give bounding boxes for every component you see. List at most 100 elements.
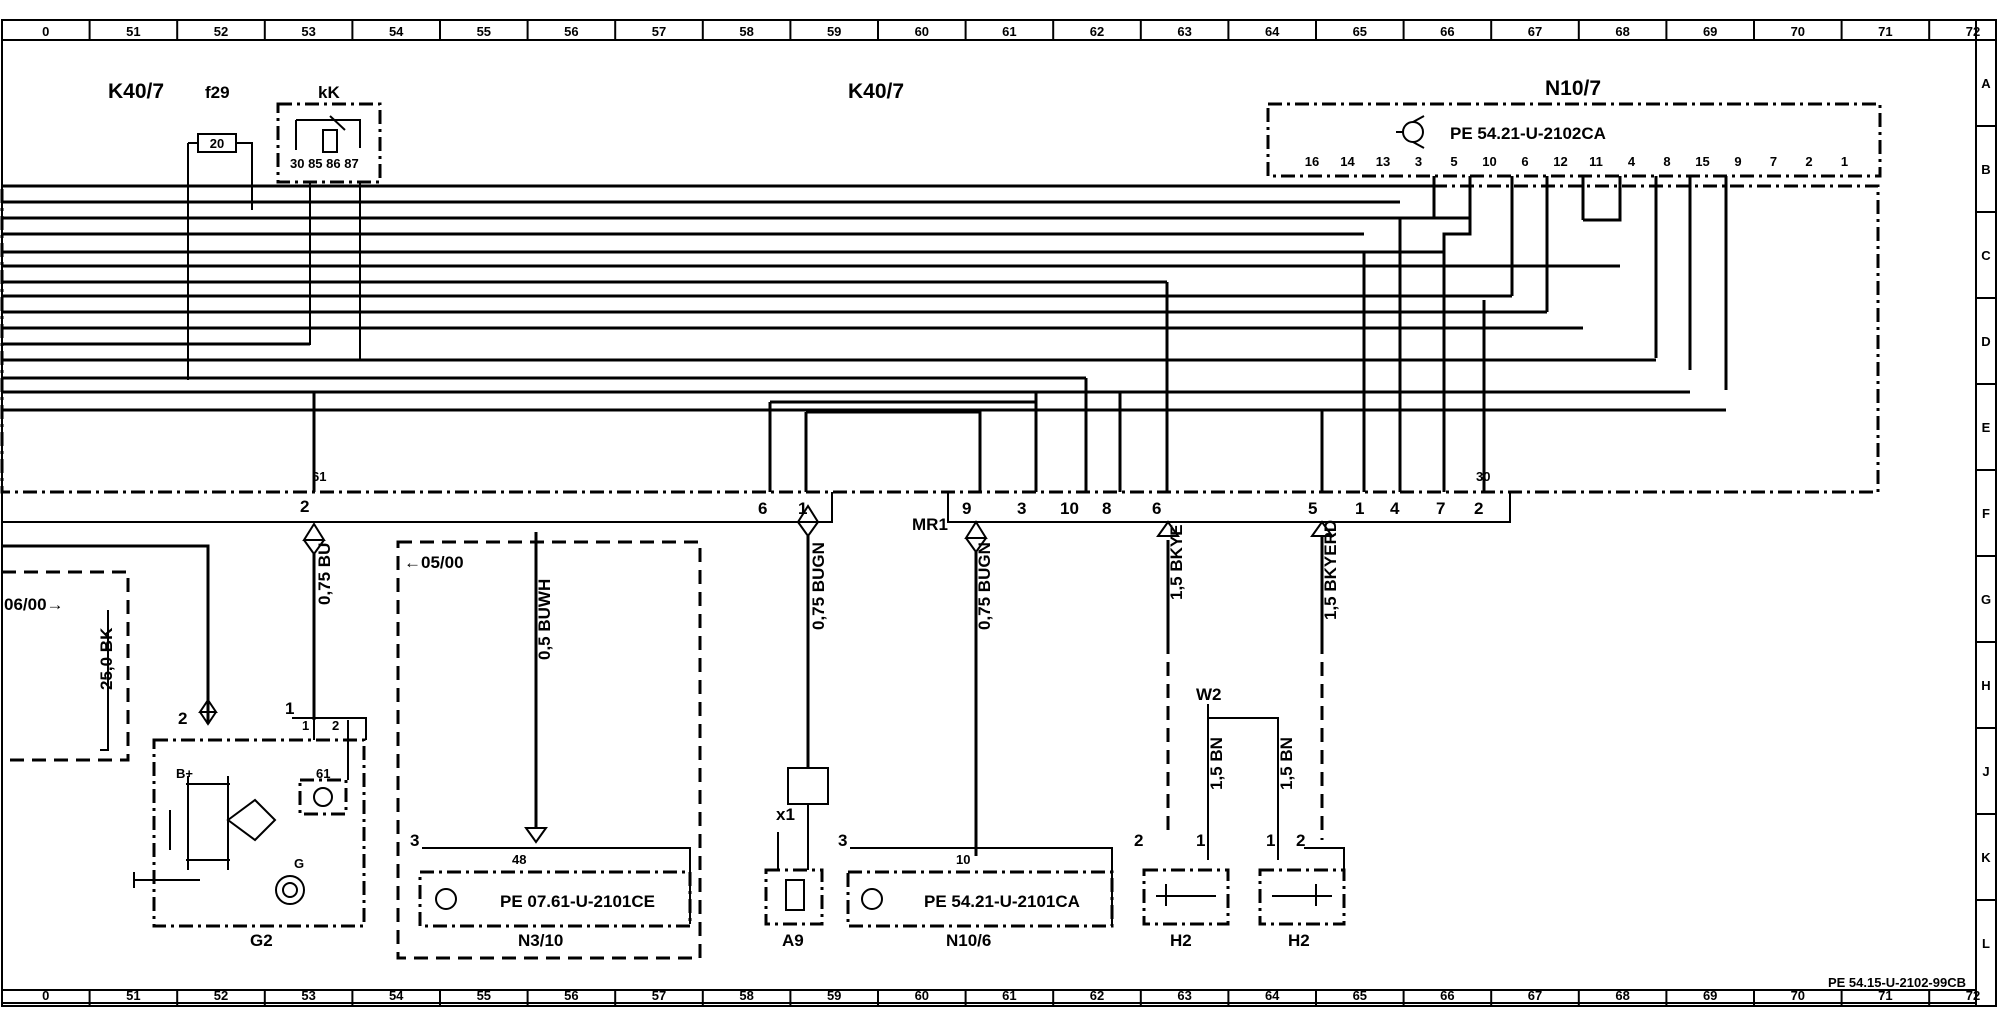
column-number: 67 [1528,24,1542,39]
fuse-value: 20 [210,136,224,151]
column-number: 56 [564,988,578,1003]
n3-10-transistor-icon [435,888,457,910]
module-n3-10 [418,870,692,928]
n10-7-pin: 11 [1589,154,1603,169]
svg-text:7: 7 [1436,499,1445,518]
svg-text:6: 6 [1152,499,1161,518]
svg-text:5: 5 [1308,499,1317,518]
transistor-icon [1402,121,1424,143]
lamp-h2-left [1142,868,1230,926]
wire-15bn-a: 1,5 BN [1207,737,1226,790]
svg-text:2: 2 [332,718,339,733]
column-number: 52 [214,24,228,39]
note-until-0600: 06/00→ [4,595,64,614]
row-letter: E [1982,420,1991,435]
wire-05buwh: 0,5 BUWH [535,579,554,660]
svg-text:48: 48 [512,852,526,867]
svg-text:3: 3 [838,831,847,850]
n10-7-pin: 1 [1841,154,1848,169]
svg-text:1: 1 [1355,499,1364,518]
column-number: 69 [1703,988,1717,1003]
svg-text:2: 2 [1296,831,1305,850]
row-letter: J [1982,764,1989,779]
row-letter: K [1981,850,1991,865]
svg-text:1: 1 [1196,831,1205,850]
column-number: 56 [564,24,578,39]
column-number: 59 [827,988,841,1003]
column-number: 68 [1615,988,1629,1003]
column-number: 57 [652,24,666,39]
relay-pin-labels: 30 85 86 87 [290,156,359,171]
svg-text:1: 1 [1266,831,1275,850]
n10-7-pin: 9 [1734,154,1741,169]
n3-10-label: N3/10 [518,931,563,950]
wire-15bkyerd: 1,5 BKYERD [1321,520,1340,620]
column-number: 68 [1615,24,1629,39]
n10-7-pin: 8 [1663,154,1670,169]
row-letter: G [1981,592,1991,607]
note-from-0500: ←05/00 [404,553,464,572]
column-number: 71 [1878,24,1892,39]
column-number: 70 [1791,24,1805,39]
svg-text:2: 2 [1474,499,1483,518]
g2-label: G2 [250,931,273,950]
column-number: 54 [389,24,404,39]
wire-075bugn-b: 0,75 BUGN [975,542,994,630]
wire-bus [2,184,1726,412]
module-n10-6 [846,870,1114,928]
column-number: 60 [915,988,929,1003]
h2-left-label: H2 [1170,931,1192,950]
svg-text:2: 2 [300,497,309,516]
k40-7-center-label: K40/7 [848,80,904,103]
n10-7-pin: 4 [1628,154,1636,169]
a9-label: A9 [782,931,804,950]
column-number: 55 [477,988,491,1003]
column-number: 72 [1966,24,1980,39]
svg-text:G: G [294,856,304,871]
n10-6-ref: PE 54.21-U-2101CA [924,892,1080,911]
n10-7-pin: 5 [1450,154,1457,169]
sheet-reference: PE 54.15-U-2102-99CB [1828,975,1966,990]
svg-text:1: 1 [798,499,807,518]
column-number: 70 [1791,988,1805,1003]
row-letter: A [1981,76,1991,91]
column-number: 53 [301,24,315,39]
column-number: 51 [126,24,140,39]
svg-text:4: 4 [1390,499,1400,518]
column-number: 0 [42,988,49,1003]
column-number: 53 [301,988,315,1003]
n10-7-ref: PE 54.21-U-2102CA [1450,124,1606,143]
svg-text:8: 8 [1102,499,1111,518]
row-letter: C [1981,248,1991,263]
svg-text:30: 30 [1476,469,1490,484]
column-number: 66 [1440,988,1454,1003]
column-number: 62 [1090,24,1104,39]
column-number: 72 [1966,988,1980,1003]
row-letter: L [1982,936,1990,951]
wire-15bn-b: 1,5 BN [1277,737,1296,790]
lamp-h2-right [1258,868,1346,926]
column-number: 59 [827,24,841,39]
svg-text:1: 1 [302,718,309,733]
component-a9 [764,868,824,926]
n10-7-pin: 3 [1415,154,1422,169]
column-number: 61 [1002,24,1016,39]
n10-7-pin: 7 [1770,154,1777,169]
n10-6-transistor-icon [861,888,883,910]
svg-text:9: 9 [962,499,971,518]
column-number: 67 [1528,988,1542,1003]
n10-7-pin: 16 [1305,154,1319,169]
svg-text:61: 61 [312,469,326,484]
column-number: 65 [1353,24,1367,39]
wire-075bugn-a: 0,75 BUGN [809,542,828,630]
n10-7-label: N10/7 [1545,77,1601,100]
column-number: 52 [214,988,228,1003]
row-letter: B [1981,162,1990,177]
n10-7-pin: 10 [1482,154,1496,169]
wire-250bk: 25,0 BK [97,627,116,690]
n10-7-pin: 6 [1521,154,1528,169]
